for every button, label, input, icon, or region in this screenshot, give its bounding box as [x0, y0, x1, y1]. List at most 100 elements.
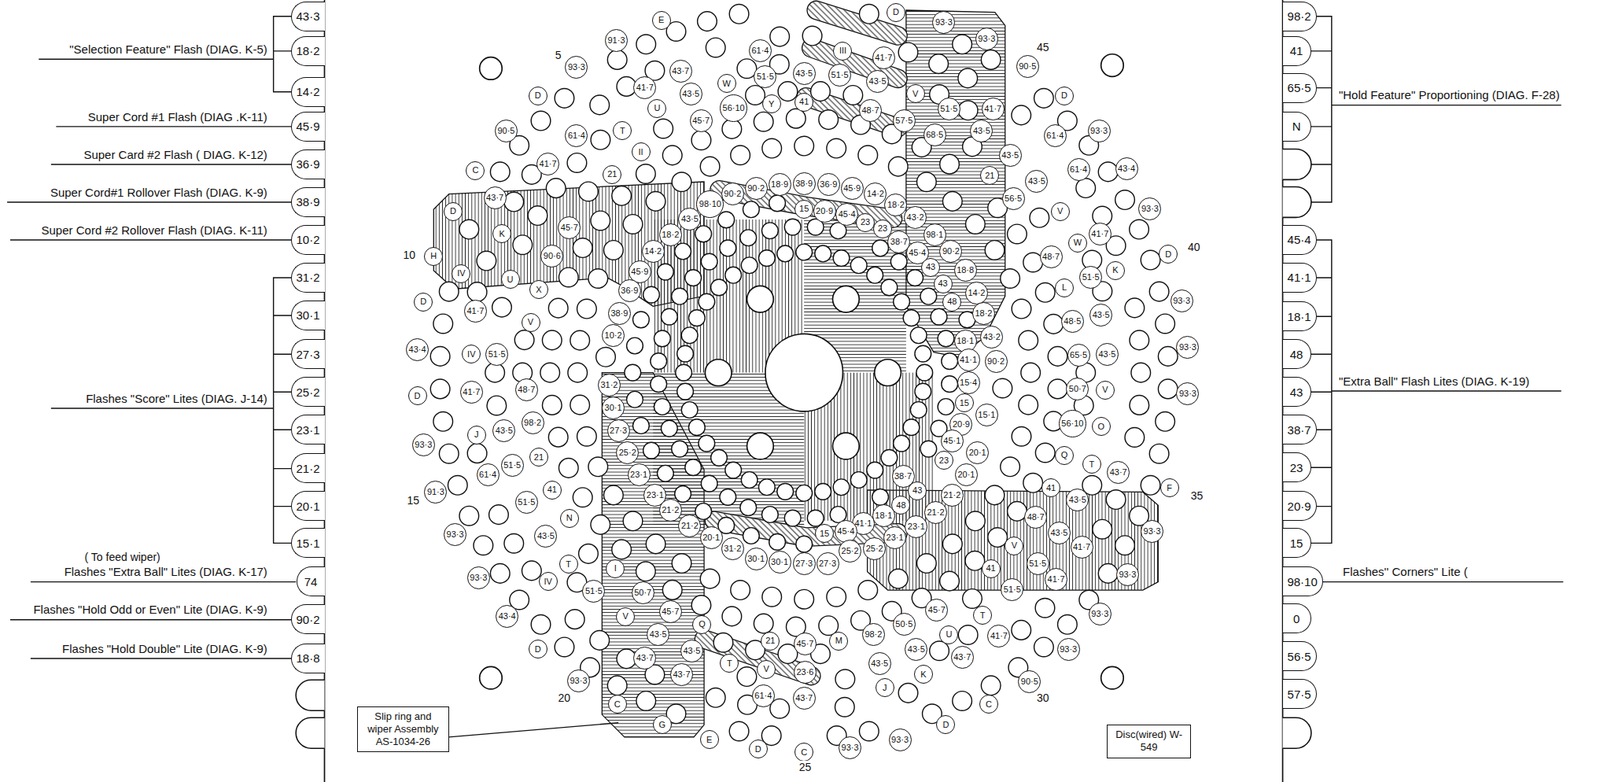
contact-circle: V — [1050, 202, 1070, 222]
node-text: 56·10 — [1061, 419, 1084, 428]
contact-circle: 27·3 — [607, 419, 631, 443]
node-text: D — [534, 645, 542, 654]
node-text: 43·5 — [795, 69, 813, 78]
contact-point — [681, 401, 698, 419]
wire-label: "Hold Feature" Proportioning (DIAG. F-28… — [1338, 88, 1560, 102]
contact-point — [888, 568, 908, 589]
contact-circle: 93·3 — [564, 55, 588, 79]
node-text: 61·4 — [479, 470, 497, 480]
contact-point — [762, 586, 782, 607]
contact-circle: 43·7 — [483, 186, 507, 210]
node-text: Slip ring and wiper Assembly AS-1034-26 — [361, 710, 445, 749]
contact-circle: 25·2 — [838, 539, 862, 563]
contact-circle: 27·3 — [792, 552, 816, 576]
contact-circle: 43·5 — [679, 82, 703, 106]
contact-point — [917, 553, 937, 574]
contact-point — [777, 245, 794, 262]
node-text: 43·5 — [973, 126, 991, 136]
node-text: 65·5 — [1287, 81, 1312, 95]
contact-point — [589, 630, 610, 651]
contact-point — [785, 108, 806, 129]
node-text: 38·9 — [610, 309, 628, 318]
contact-circle: 18·9 — [768, 173, 792, 196]
node-text: 90·2 — [942, 247, 960, 256]
node-text: 43·3 — [295, 9, 320, 23]
node-text: 43·5 — [495, 426, 513, 436]
node-text: 56·10 — [722, 103, 745, 113]
node-text: 15·1 — [295, 536, 320, 550]
node-text: 98·10 — [1286, 575, 1317, 589]
contact-point — [653, 118, 674, 139]
contact-point — [1029, 207, 1050, 228]
node-text: 21·2 — [681, 521, 699, 531]
contact-circle: 38·9 — [608, 302, 631, 325]
contact-point — [695, 503, 712, 520]
node-text: 23·6 — [796, 667, 814, 677]
contact-circle: 50·7 — [631, 581, 655, 605]
contact-point — [660, 420, 678, 437]
contact-point — [858, 3, 879, 24]
node-text: 43·5 — [1092, 310, 1110, 320]
node-text: V — [912, 89, 918, 99]
contact-point — [753, 111, 774, 132]
terminal-tab: 23 — [1282, 452, 1312, 483]
node-text: 93·3 — [1172, 296, 1191, 306]
node-text: 43·7 — [795, 693, 813, 703]
contact-point — [729, 3, 749, 24]
contact-point — [662, 145, 683, 166]
node-text: 20·1 — [702, 533, 720, 542]
terminal-tab: 10·2 — [291, 224, 325, 255]
contact-point — [558, 458, 579, 479]
contact-point — [691, 595, 712, 616]
node-text: 41·1 — [959, 355, 977, 365]
terminal-tab: 43 — [1282, 376, 1312, 407]
node-text: 43·5 — [907, 645, 926, 654]
node-text: 61·4 — [1046, 131, 1064, 141]
node-text: 43·7 — [671, 66, 690, 76]
contact-point — [685, 269, 702, 287]
node-text: 51·5 — [585, 586, 603, 596]
contact-point — [711, 279, 728, 296]
contact-point — [1000, 457, 1021, 477]
contact-circle: 93·3 — [1176, 382, 1199, 406]
contact-point — [700, 475, 718, 492]
node-text: 90·5 — [1021, 677, 1039, 686]
node-text: 23 — [1290, 460, 1304, 475]
node-text: 15·4 — [959, 378, 977, 388]
terminal-tab: 56·5 — [1282, 641, 1317, 671]
contact-circle: 15·1 — [975, 403, 999, 427]
contact-circle: D — [528, 639, 548, 659]
node-text: 43·5 — [681, 214, 699, 224]
node-text: 93·3 — [1143, 527, 1162, 536]
contact-point — [722, 119, 742, 140]
contact-point — [636, 561, 657, 582]
node-text: T — [1089, 460, 1095, 469]
node-text: C — [985, 700, 992, 709]
wire-label: "Selection Feature" Flash (DIAG. K-5) — [69, 42, 268, 56]
node-text: 61·4 — [751, 46, 769, 56]
wire-label: Super Card #2 Flash ( DIAG. K-12) — [83, 147, 267, 162]
node-text: 45·4 — [908, 248, 926, 258]
node-text: 18·2 — [661, 230, 679, 240]
contact-point — [1034, 88, 1055, 109]
wire-label: "Extra Ball" Flash Lites (DIAG. K-19) — [1338, 374, 1530, 388]
contact-circle: 51·5 — [582, 579, 605, 603]
contact-point — [758, 479, 775, 496]
contact-circle: 30·1 — [744, 547, 768, 571]
contact-circle: 14·2 — [863, 182, 887, 206]
contact-circle: T — [612, 121, 632, 141]
contact-circle: D — [413, 292, 433, 312]
contact-circle: 61·4 — [1067, 158, 1091, 181]
contact-circle: W — [1068, 233, 1088, 253]
contact-circle: 93·3 — [467, 566, 491, 590]
node-text: 43·4 — [409, 345, 427, 354]
contact-circle: C — [465, 161, 485, 181]
node-text: 98·1 — [925, 230, 944, 240]
node-text: C — [614, 700, 621, 709]
node-text: M — [835, 636, 843, 646]
node-text: 41 — [547, 485, 557, 495]
contact-point — [1124, 298, 1145, 318]
node-text: 23·1 — [907, 522, 926, 531]
contact-point — [1155, 313, 1176, 334]
node-text: V — [623, 611, 629, 621]
